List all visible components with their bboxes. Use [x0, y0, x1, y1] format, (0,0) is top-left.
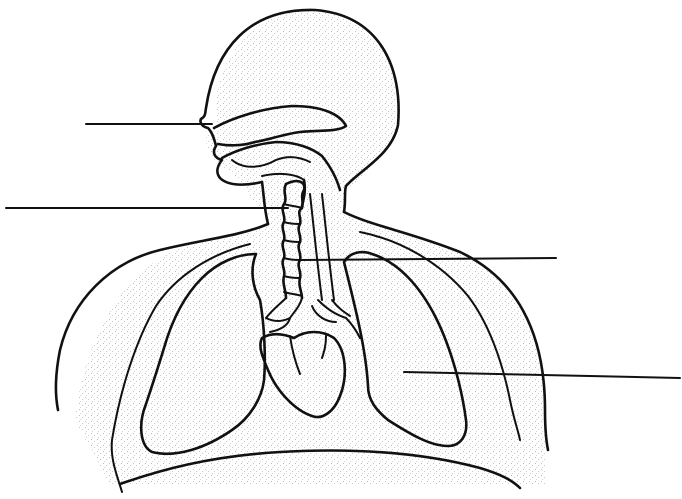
- photocopy-speckle: [75, 10, 545, 485]
